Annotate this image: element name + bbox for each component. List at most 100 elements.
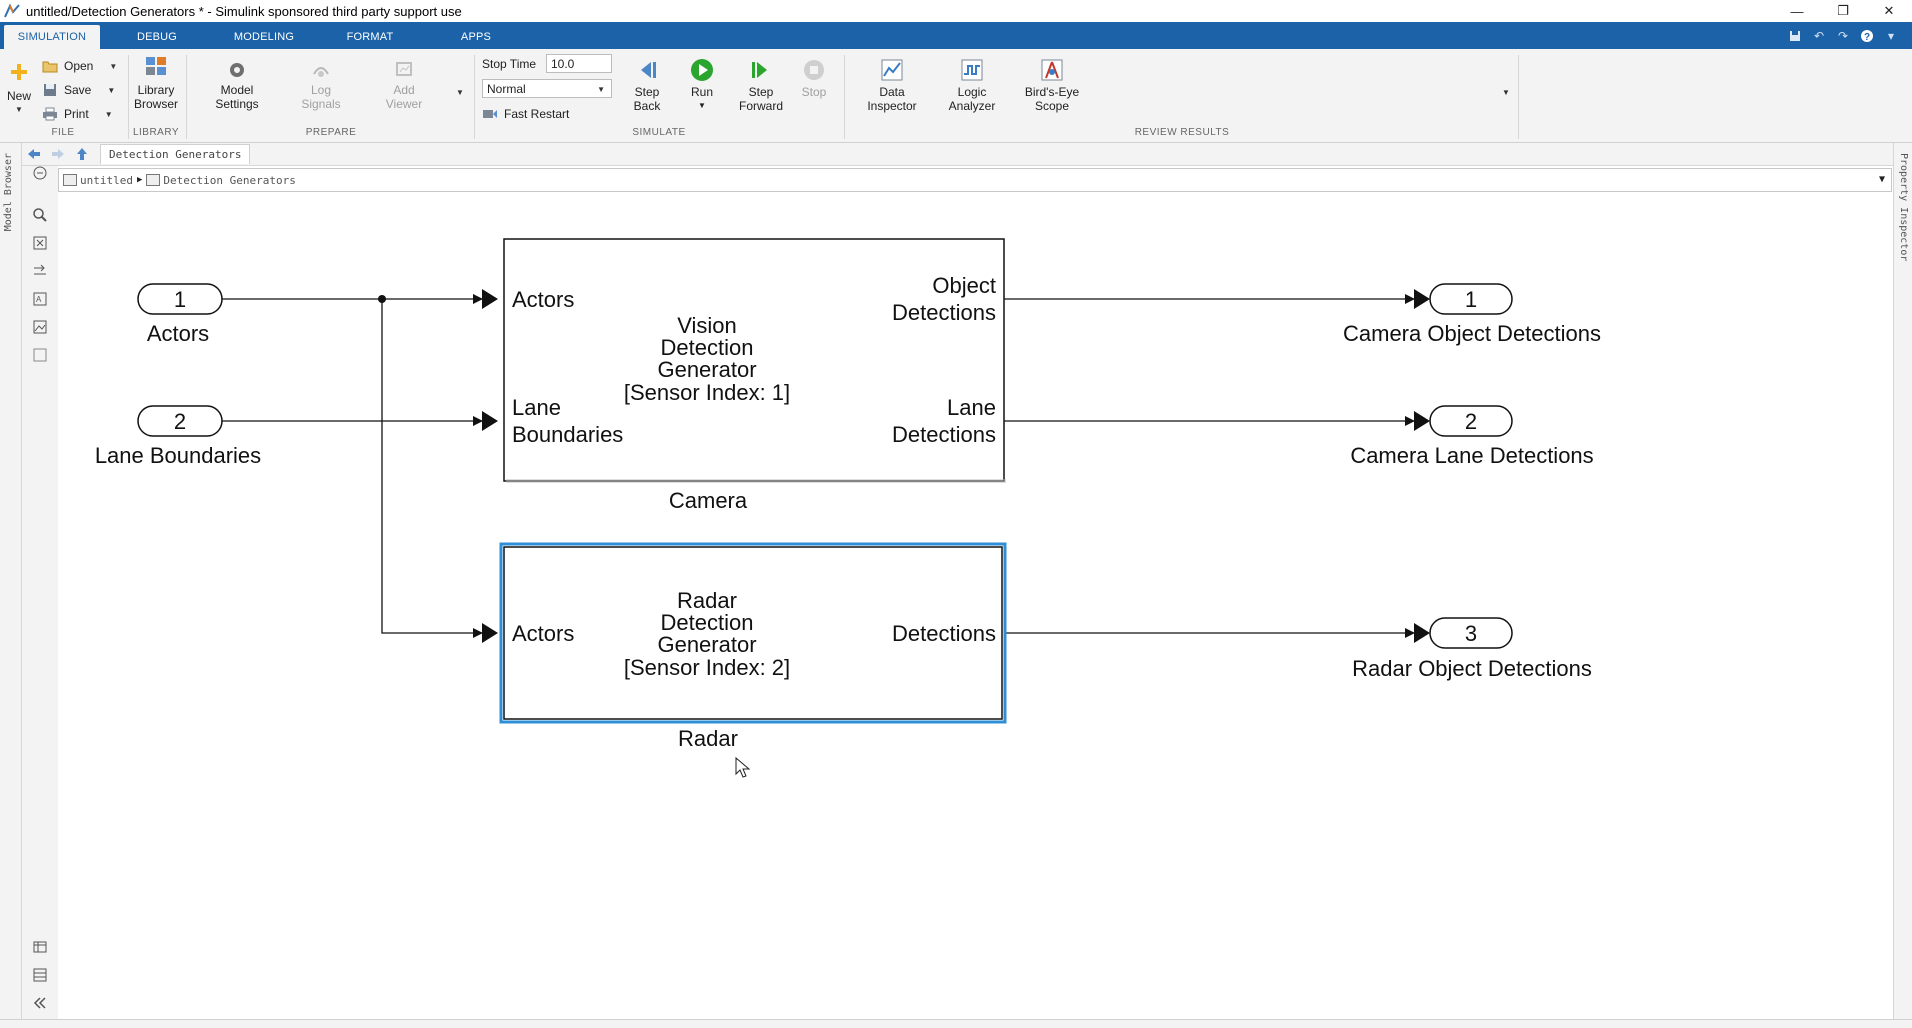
model-browser-panel[interactable]: Model Browser (0, 143, 22, 1023)
forward-arrow-icon[interactable] (46, 144, 70, 164)
area-icon[interactable] (31, 346, 49, 364)
breadcrumb-detection-generators[interactable]: Detection Generators (146, 174, 296, 187)
hide-browser-icon[interactable] (31, 164, 49, 182)
group-label-review-results: REVIEW RESULTS (1134, 127, 1230, 138)
group-label-file: FILE (51, 127, 75, 138)
radar-block[interactable]: Actors Detections Radar Detection Genera… (499, 542, 1007, 751)
new-button[interactable]: New ▼ (4, 59, 34, 117)
new-caret-icon[interactable]: ▼ (15, 105, 23, 114)
step-back-icon (634, 59, 660, 81)
minimize-button[interactable]: — (1790, 3, 1804, 19)
breadcrumb-untitled[interactable]: untitled (63, 174, 133, 187)
inport-number: 2 (174, 409, 186, 434)
chevron-down-icon: ▼ (597, 85, 605, 94)
restore-button[interactable]: ❐ (1837, 3, 1849, 18)
collapse-panel-icon[interactable] (31, 994, 49, 1012)
tab-modeling[interactable]: MODELING (233, 31, 295, 43)
editor-tab-detection-generators[interactable]: Detection Generators (100, 144, 251, 164)
fit-to-view-icon[interactable] (31, 234, 49, 252)
library-browser-button[interactable]: Library Browser (132, 53, 180, 111)
logic-analyzer-button[interactable]: Logic Analyzer (942, 59, 1002, 113)
radar-port-detections: Detections (892, 621, 996, 646)
status-bar (0, 1019, 1912, 1028)
close-button[interactable]: ✕ (1883, 3, 1895, 18)
save-label: Save (64, 83, 92, 97)
ribbon-tab-strip: SIMULATION DEBUG MODELING FORMAT APPS ↶ … (0, 22, 1912, 49)
radar-title-4: [Sensor Index: 2] (624, 655, 790, 680)
undo-icon[interactable]: ↶ (1813, 29, 1825, 43)
up-arrow-icon[interactable] (70, 144, 94, 164)
help-icon[interactable]: ? (1858, 28, 1876, 44)
quick-save-icon[interactable] (1786, 28, 1804, 44)
inport-actors[interactable]: 1 Actors (137, 283, 223, 346)
run-icon (689, 59, 715, 81)
gear-icon (224, 61, 250, 79)
chevron-down-icon: ▼ (1502, 87, 1510, 97)
save-button[interactable]: Save ▼ (42, 81, 115, 99)
property-inspector-panel[interactable]: Property Inspector (1893, 143, 1912, 1023)
image-icon[interactable] (31, 318, 49, 336)
tab-debug[interactable]: DEBUG (136, 31, 178, 43)
data-inspector-button[interactable]: Data Inspector (862, 59, 922, 113)
model-settings-label-2: Settings (215, 97, 259, 111)
add-viewer-button[interactable]: Add Viewer (380, 61, 428, 111)
port-arrowheads (482, 289, 1430, 643)
step-forward-icon (748, 59, 774, 81)
open-button[interactable]: Open ▼ (42, 57, 117, 75)
back-arrow-icon[interactable] (22, 144, 46, 164)
radar-block-name: Radar (678, 726, 738, 751)
branch-point (378, 295, 386, 303)
stop-time-input[interactable]: 10.0 (546, 54, 612, 73)
redo-icon[interactable]: ↷ (1837, 29, 1849, 43)
birds-eye-scope-button[interactable]: Bird's-Eye Scope (1018, 59, 1086, 113)
annotation-icon[interactable]: A (31, 290, 49, 308)
stop-button[interactable]: Stop (796, 59, 832, 99)
model-data-icon[interactable] (31, 938, 49, 956)
prepare-gallery-dropdown[interactable]: ▼ (456, 83, 464, 101)
model-canvas[interactable]: 1 Actors 2 Lane Boundaries Actors Lane B… (58, 192, 1892, 1018)
tab-format[interactable]: FORMAT (346, 31, 394, 43)
ribbon-expand-dropdown[interactable]: ▼ (1502, 83, 1510, 101)
open-caret-icon[interactable]: ▼ (109, 61, 118, 71)
step-forward-button[interactable]: Step Forward (736, 59, 786, 113)
model-settings-button[interactable]: Model Settings (210, 61, 264, 111)
logic-analyzer-icon (959, 59, 985, 81)
help-dropdown-icon[interactable]: ▾ (1887, 29, 1895, 43)
mouse-cursor-icon (735, 756, 751, 778)
breadcrumb-separator-icon: ▶ (136, 175, 143, 185)
fast-restart-toggle[interactable]: Fast Restart (482, 105, 569, 123)
print-caret-icon[interactable]: ▼ (104, 109, 113, 119)
save-caret-icon[interactable]: ▼ (107, 85, 116, 95)
data-inspector-label-1: Data (879, 85, 905, 99)
block-diagram: 1 Actors 2 Lane Boundaries Actors Lane B… (95, 238, 1601, 778)
editor-tab-bar: Detection Generators (22, 143, 1893, 166)
tab-simulation[interactable]: SIMULATION (4, 25, 100, 49)
outport-camera-lane-detections[interactable]: 2 Camera Lane Detections (1350, 405, 1594, 468)
zoom-icon[interactable] (31, 206, 49, 224)
folder-icon (42, 59, 58, 73)
add-viewer-label-1: Add (393, 83, 415, 97)
simulation-mode-value: Normal (487, 81, 526, 96)
camera-block[interactable]: Actors Lane Boundaries Object Detections… (503, 238, 1006, 513)
outport-number: 1 (1465, 287, 1477, 312)
log-signals-label-1: Log (310, 83, 332, 97)
camera-title-1: Vision (677, 313, 737, 338)
simulation-mode-select[interactable]: Normal ▼ (482, 79, 612, 98)
signal-line-actors-radar[interactable] (381, 299, 483, 638)
library-label-2: Browser (133, 97, 178, 111)
add-viewer-label-2: Viewer (385, 97, 423, 111)
signal-arrows-icon[interactable] (31, 262, 49, 280)
fast-restart-label: Fast Restart (504, 107, 570, 121)
breadcrumb-dropdown-icon[interactable]: ▼ (1878, 174, 1885, 185)
run-button[interactable]: Run ▼ (682, 59, 722, 113)
inport-lane-boundaries[interactable]: 2 Lane Boundaries (95, 405, 261, 468)
title-bar: untitled/Detection Generators * - Simuli… (0, 0, 1912, 22)
step-back-button[interactable]: Step Back (626, 59, 668, 113)
property-table-icon[interactable] (31, 966, 49, 984)
run-caret-icon[interactable]: ▼ (698, 101, 706, 110)
log-signals-button[interactable]: Log Signals (296, 61, 346, 111)
outport-camera-object-detections[interactable]: 1 Camera Object Detections (1343, 283, 1601, 346)
print-button[interactable]: Print ▼ (42, 105, 113, 123)
outport-radar-object-detections[interactable]: 3 Radar Object Detections (1352, 617, 1592, 681)
tab-apps[interactable]: APPS (460, 31, 492, 43)
